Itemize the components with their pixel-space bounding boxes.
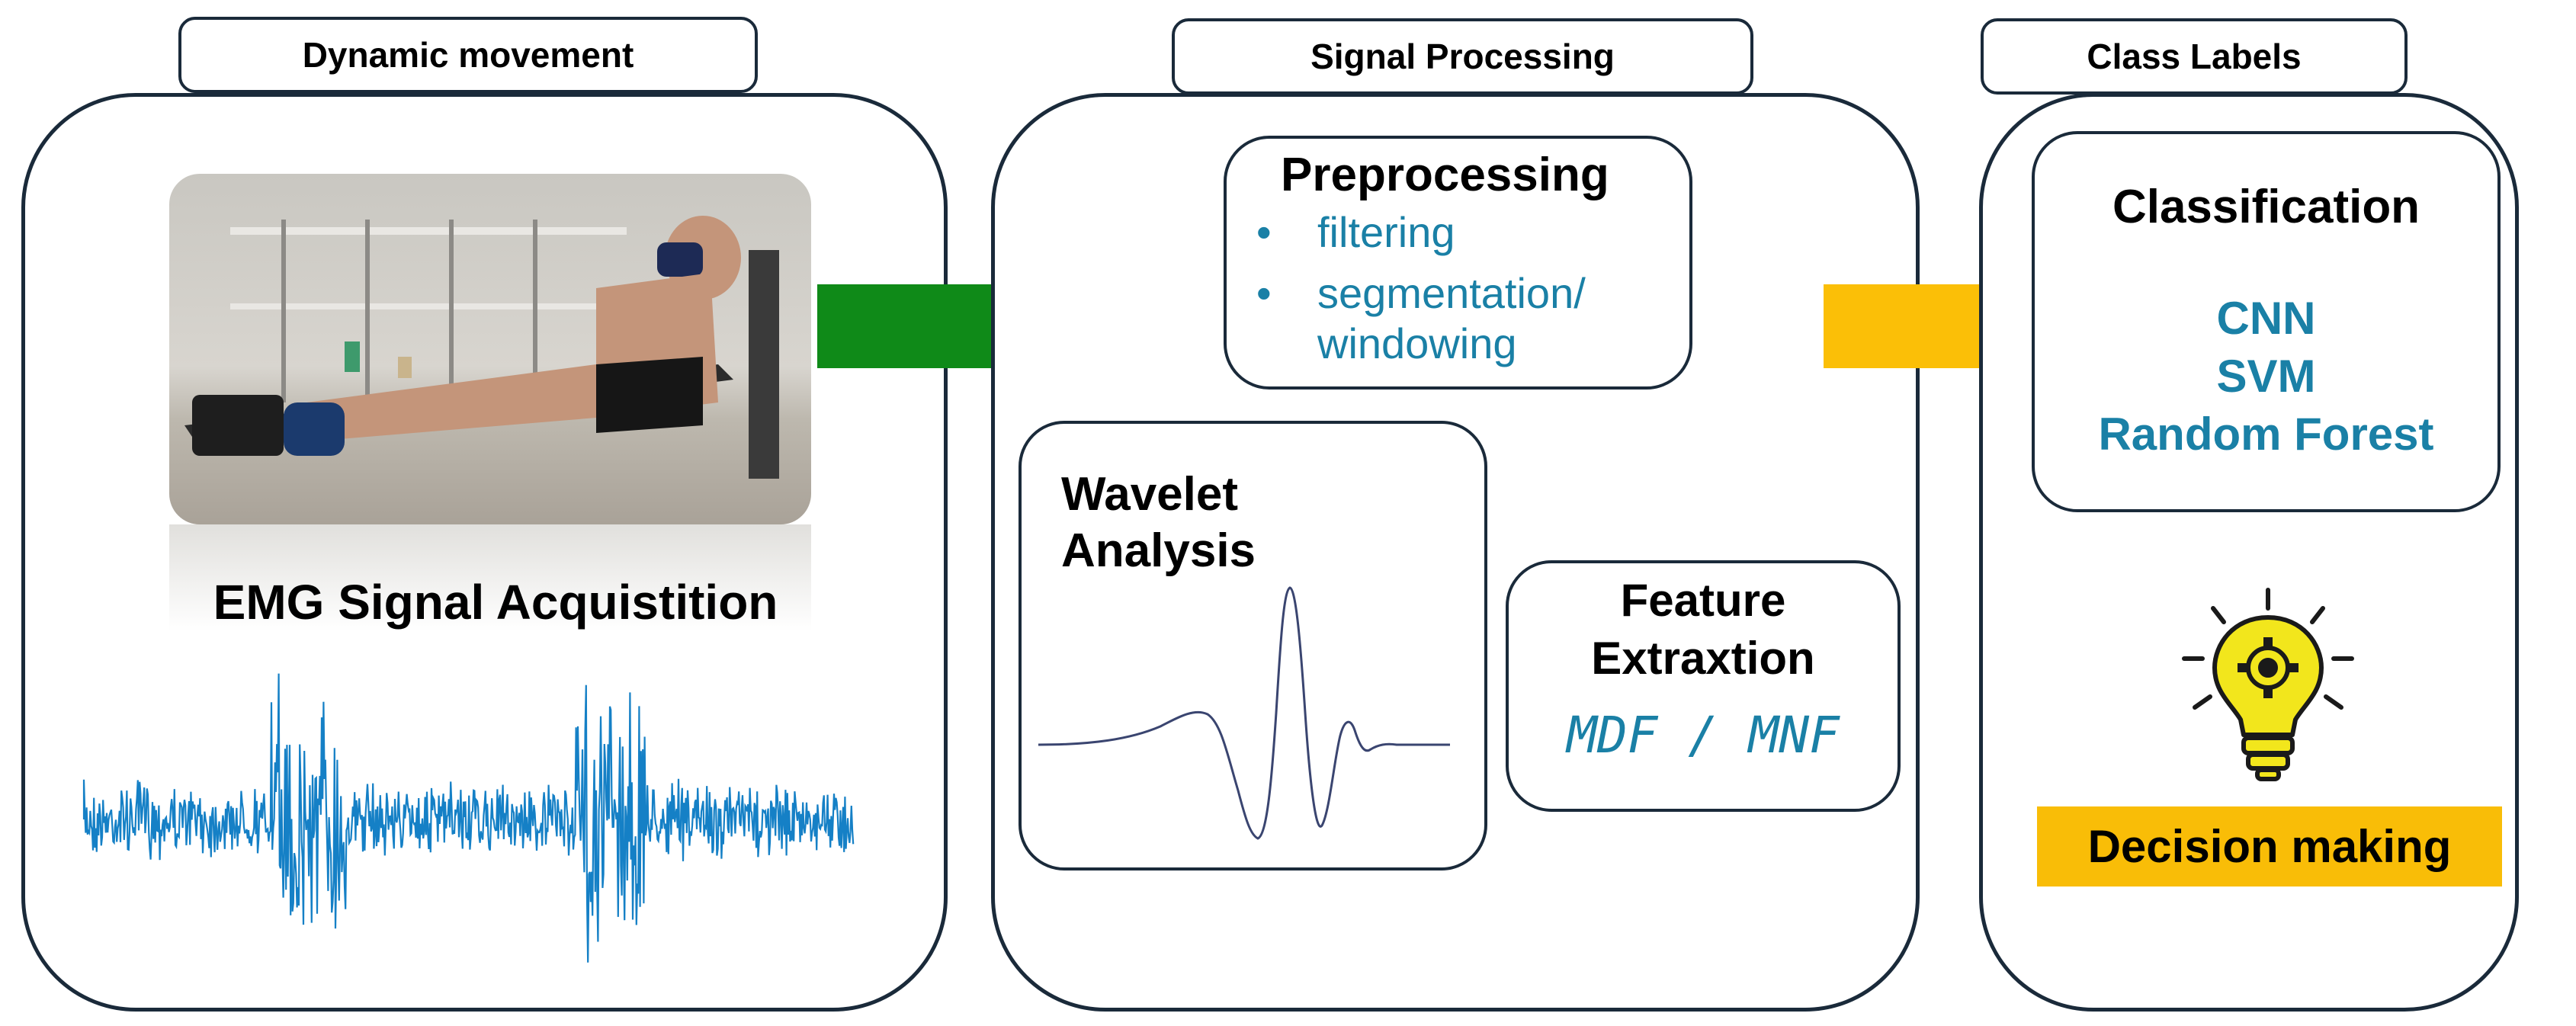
classification-tab: Class Labels <box>1981 18 2408 95</box>
decision-making-label: Decision making <box>2037 806 2502 887</box>
feature-title-line: Feature <box>1620 575 1786 626</box>
classifier-item: CNN <box>2216 293 2316 344</box>
preprocessing-item: windowing <box>1317 319 1517 367</box>
lightbulb-gear-icon <box>2182 588 2354 781</box>
classifier-item: Random Forest <box>2098 409 2434 460</box>
processing-tab: Signal Processing <box>1172 18 1753 95</box>
emg-signal-line <box>82 673 855 963</box>
emg-signal-trace <box>82 673 855 963</box>
feature-title-line: Extraxtion <box>1591 633 1815 684</box>
classifier-list: CNN SVM Random Forest <box>2032 290 2501 463</box>
preprocessing-item: • segmentation/ <box>1256 269 1586 317</box>
wavelet-waveform <box>1038 586 1450 840</box>
photo-reflection <box>169 524 811 631</box>
classifier-item: SVM <box>2216 351 2316 402</box>
classification-title: Classification <box>2112 181 2420 233</box>
wavelet-box <box>1019 421 1487 870</box>
preprocessing-title: Preprocessing <box>1281 149 1609 201</box>
classification-box <box>2032 131 2501 512</box>
acquisition-caption: EMG Signal Acquistition <box>213 575 778 630</box>
wavelet-title-line: Analysis <box>1061 524 1256 577</box>
acquisition-tab: Dynamic movement <box>178 17 758 93</box>
wavelet-title: Wavelet Analysis <box>1061 467 1442 579</box>
preprocessing-item: • filtering <box>1256 208 1455 256</box>
rowing-photo <box>169 174 811 524</box>
preprocessing-box <box>1224 136 1692 390</box>
preprocessing-list: • filtering • segmentation/ windowing <box>1256 207 1683 369</box>
feature-methods: MDF / MNF <box>1567 706 1840 765</box>
feature-extraction-box <box>1506 560 1901 812</box>
wavelet-title-line: Wavelet <box>1061 468 1239 521</box>
feature-extraction-title: Feature Extraxtion <box>1506 572 1901 688</box>
